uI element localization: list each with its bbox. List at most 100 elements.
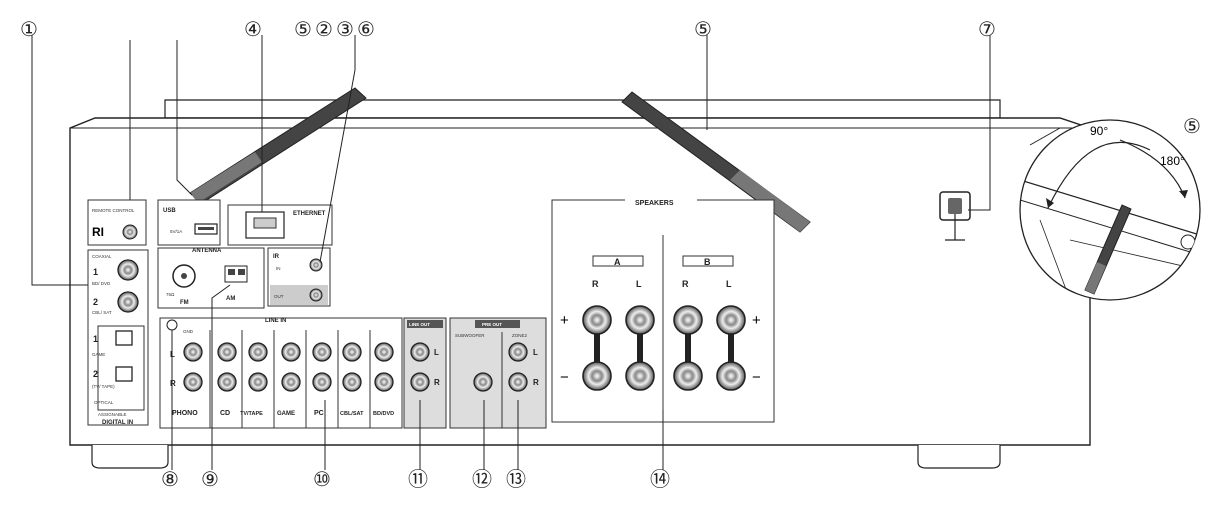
fm-sub-label: 75Ω (166, 292, 175, 297)
spk-a-l-label: L (636, 279, 642, 289)
callout-8: ⑧ (161, 469, 179, 491)
line-in-cd-l-jack[interactable] (217, 342, 237, 362)
ir-label: IR (273, 254, 280, 260)
line-in-cblsat-l-jack[interactable] (342, 342, 362, 362)
am-label: AM (226, 296, 235, 302)
opt-1-sub: GAME (92, 352, 105, 357)
callout-5-side: ⑤ (1183, 116, 1201, 138)
callout-5-mid: ⑤ (694, 19, 712, 41)
opt-2-num: 2 (93, 369, 98, 379)
line-out-r-label: R (434, 378, 440, 387)
usb-sub-label: 5V/1A (170, 229, 182, 234)
optical-label: OPTICAL (94, 400, 114, 405)
line-in-box (159, 317, 403, 429)
coax-1-sub: BD/ DVD (92, 281, 111, 286)
pre-out-header (475, 320, 520, 328)
speakers-a-tag (592, 255, 644, 267)
foot-left (91, 445, 169, 469)
callout-3: ③ (336, 19, 354, 41)
input-cblsat-label: CBL/SAT (340, 411, 364, 417)
ethernet-label: ETHERNET (293, 211, 326, 217)
input-tvtape-label: TV/TAPE (240, 411, 263, 417)
coaxial-label: COAXIAL (92, 254, 112, 259)
speaker-posts (582, 305, 746, 391)
foot-right (917, 445, 1001, 469)
line-in-jacks (183, 342, 394, 392)
optical-2-port[interactable] (115, 366, 133, 382)
optical-1-port[interactable] (115, 330, 133, 346)
usb-label: USB (163, 208, 176, 214)
line-in-bddvd-r-jack[interactable] (374, 372, 394, 392)
speaker-a-r-minus-post[interactable] (582, 361, 612, 391)
speakers-label: SPEAKERS (635, 200, 674, 207)
input-phono-label: PHONO (172, 410, 198, 417)
line-in-phono-l-jack[interactable] (183, 342, 203, 362)
pre-out-label: PRE OUT (482, 322, 502, 327)
line-in-game-l-jack[interactable] (281, 342, 301, 362)
remote-control-box (87, 199, 147, 246)
spk-b-l-label: L (726, 279, 732, 289)
opt-2-sub: (TV/ TAPE) (92, 384, 115, 389)
callout-2: ② (315, 19, 333, 41)
input-bddvd-label: BD/DVD (373, 411, 394, 417)
speaker-b-r-minus-post[interactable] (673, 361, 703, 391)
spk-minus-right: − (752, 369, 761, 386)
callout-11: ⑪ (408, 468, 428, 491)
callout-5-top: ⑤ (294, 19, 312, 41)
ir-in-jack[interactable] (309, 258, 323, 272)
line-in-game-r-jack[interactable] (281, 372, 301, 392)
line-out-l-label: L (434, 348, 439, 357)
speaker-b-l-minus-post[interactable] (716, 361, 746, 391)
input-pc-label: PC (314, 410, 324, 417)
usb-box (157, 199, 221, 246)
spk-plus-right: + (752, 312, 761, 329)
coax-2-jack[interactable] (117, 291, 139, 313)
callout-leaders (31, 35, 991, 470)
speakers-a-label: A (614, 257, 621, 267)
speaker-a-l-minus-post[interactable] (625, 361, 655, 391)
ri-jack[interactable] (122, 224, 138, 240)
line-in-pc-l-jack[interactable] (312, 342, 332, 362)
zone2-l-jack[interactable] (508, 342, 528, 362)
callout-4: ④ (244, 19, 262, 41)
subwoofer-jack[interactable] (473, 372, 493, 392)
line-out-box (403, 317, 447, 429)
line-in-r-label: R (170, 379, 176, 388)
pre-out-box (449, 317, 547, 429)
line-in-dividers (209, 330, 371, 428)
zone2-r-jack[interactable] (508, 372, 528, 392)
ir-out-jack[interactable] (309, 288, 323, 302)
coax-2-sub: CBL/ SAT (92, 310, 112, 315)
line-out-header (407, 320, 443, 328)
angle-90-label: 90° (1090, 124, 1108, 138)
line-in-bddvd-l-jack[interactable] (374, 342, 394, 362)
ri-label: RI (92, 225, 104, 239)
callout-9: ⑨ (201, 469, 219, 491)
line-in-cd-r-jack[interactable] (217, 372, 237, 392)
line-in-tvtape-l-jack[interactable] (248, 342, 268, 362)
speakers-b-tag (682, 255, 734, 267)
callout-1: ① (20, 19, 38, 41)
fm-label: FM (180, 300, 189, 306)
speaker-a-l-plus-post[interactable] (625, 305, 655, 335)
coax-1-jack[interactable] (117, 259, 139, 281)
spk-a-r-label: R (592, 279, 599, 289)
line-out-r-jack[interactable] (410, 372, 430, 392)
line-in-phono-r-jack[interactable] (183, 372, 203, 392)
line-out-l-jack[interactable] (410, 342, 430, 362)
digital-in-label: DIGITAL IN (102, 420, 133, 426)
antenna-detail-inset: 90° 180° (1019, 119, 1201, 301)
callout-10: ⑩ (313, 469, 331, 491)
speaker-b-r-plus-post[interactable] (673, 305, 703, 335)
line-in-pc-r-jack[interactable] (312, 372, 332, 392)
line-in-cblsat-r-jack[interactable] (342, 372, 362, 392)
gnd-label: GND (183, 329, 194, 334)
line-in-tvtape-r-jack[interactable] (248, 372, 268, 392)
speaker-b-l-plus-post[interactable] (716, 305, 746, 335)
ir-in-label: IN (276, 266, 281, 271)
speaker-a-r-plus-post[interactable] (582, 305, 612, 335)
gnd-terminal[interactable] (166, 319, 178, 331)
zone2-l-label: L (533, 348, 538, 357)
spk-b-r-label: R (682, 279, 689, 289)
